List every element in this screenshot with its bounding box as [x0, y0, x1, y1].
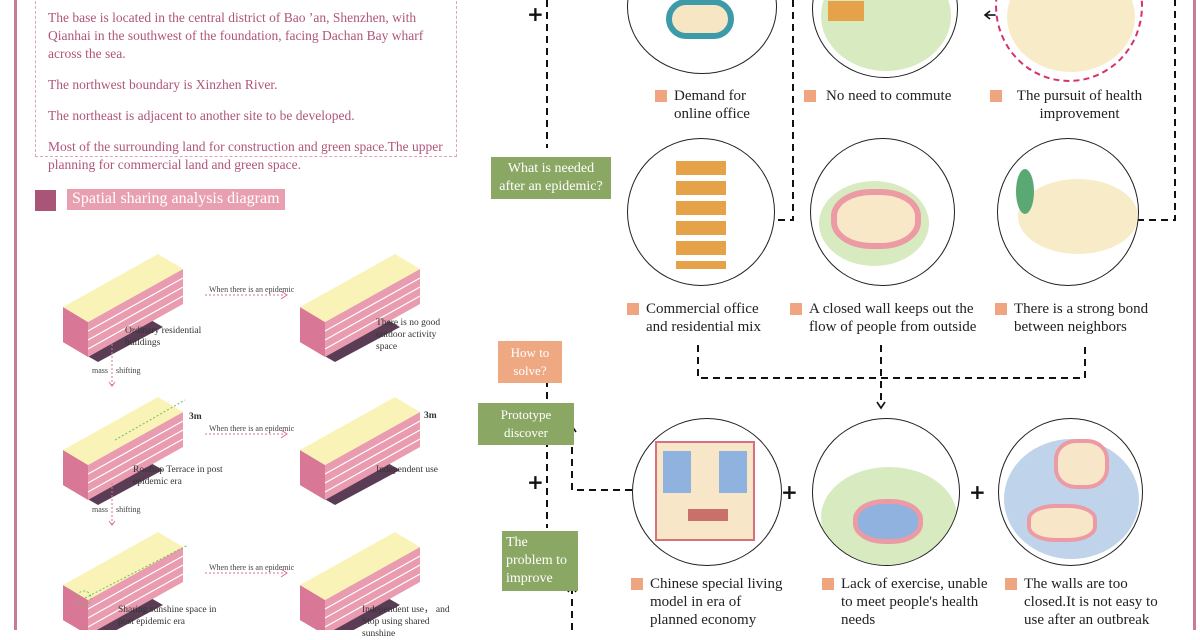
problem-to-improve-box: The problem to improve [502, 531, 578, 591]
dimension-label-2: 3m [424, 411, 437, 421]
circle-courtyard [632, 418, 782, 566]
shifting-label-2: shifting [116, 505, 141, 514]
section-marker [35, 190, 56, 211]
problem-label-living-model: Chinese special living model in era of p… [631, 575, 791, 629]
desc-4: Most of the surrounding land for constru… [48, 139, 443, 172]
plus-sign-between-2: + [969, 480, 986, 504]
epidemic-arrow-label-3: When there is an epidemic [209, 563, 295, 572]
caption-rooftop: Rooftop Terrace in post epidemic era [133, 465, 223, 487]
how-to-solve-box: How to solve? [498, 341, 562, 383]
problem-label-walls: The walls are too closed.It is not easy … [1005, 575, 1170, 629]
epidemic-arrow-label-2: When there is an epidemic [209, 424, 295, 433]
dimension-label-1: 3m [189, 412, 202, 422]
need-label-commute: No need to commute [804, 87, 974, 105]
section-title: Spatial sharing analysis diagram [67, 189, 285, 210]
prototype-discover-box: Prototype discover [478, 403, 574, 445]
what-needed-box: What is needed after an epidemic? [491, 157, 611, 199]
need-label-online-office: Demand for online office [655, 87, 765, 123]
desc-2: The northwest boundary is Xinzhen River. [48, 77, 278, 92]
mixed-building-icon [676, 161, 726, 269]
need-label-closed-wall: A closed wall keeps out the flow of peop… [790, 300, 990, 336]
problem-label-exercise: Lack of exercise, unable to meet people'… [822, 575, 1002, 629]
caption-independent: Independent use [376, 465, 438, 475]
plus-sign-between-1: + [781, 480, 798, 504]
circle-exercise [812, 418, 960, 566]
right-border [1193, 0, 1196, 630]
left-border [14, 0, 17, 630]
circle-health [995, 0, 1143, 82]
cloud-office-icon [666, 0, 734, 39]
building-diagram [62, 253, 421, 630]
circle-neighbors [997, 138, 1139, 286]
epidemic-arrow-label-1: When there is an epidemic [209, 285, 295, 294]
circle-closed-islands [998, 418, 1143, 566]
mass-label-1: mass [92, 366, 108, 375]
desc-3: The northeast is adjacent to another sit… [48, 108, 355, 123]
site-description-box: The base is located in the central distr… [35, 0, 457, 172]
circle-closed-wall [810, 138, 955, 286]
caption-sunshine: Sharing sunshine space in post epidemic … [118, 605, 217, 627]
circle-mixed-use [627, 138, 775, 286]
caption-no-space: There is no good outdoor activity space [376, 318, 441, 352]
need-label-neighbors: There is a strong bond between neighbors [995, 300, 1165, 336]
shifting-label-1: shifting [116, 366, 141, 375]
caption-ordinary: Ordinary residential buildings [125, 326, 202, 348]
desc-1: The base is located in the central distr… [48, 10, 424, 61]
fitness-park-icon [1007, 0, 1135, 72]
mass-label-2: mass [92, 505, 108, 514]
plus-sign-top: + [527, 2, 544, 26]
need-label-health: The pursuit of health improvement [990, 87, 1150, 123]
need-label-mixed: Commercial office and residential mix [627, 300, 777, 336]
neighbors-icon [1018, 179, 1138, 254]
plus-sign-mid: + [527, 470, 544, 494]
